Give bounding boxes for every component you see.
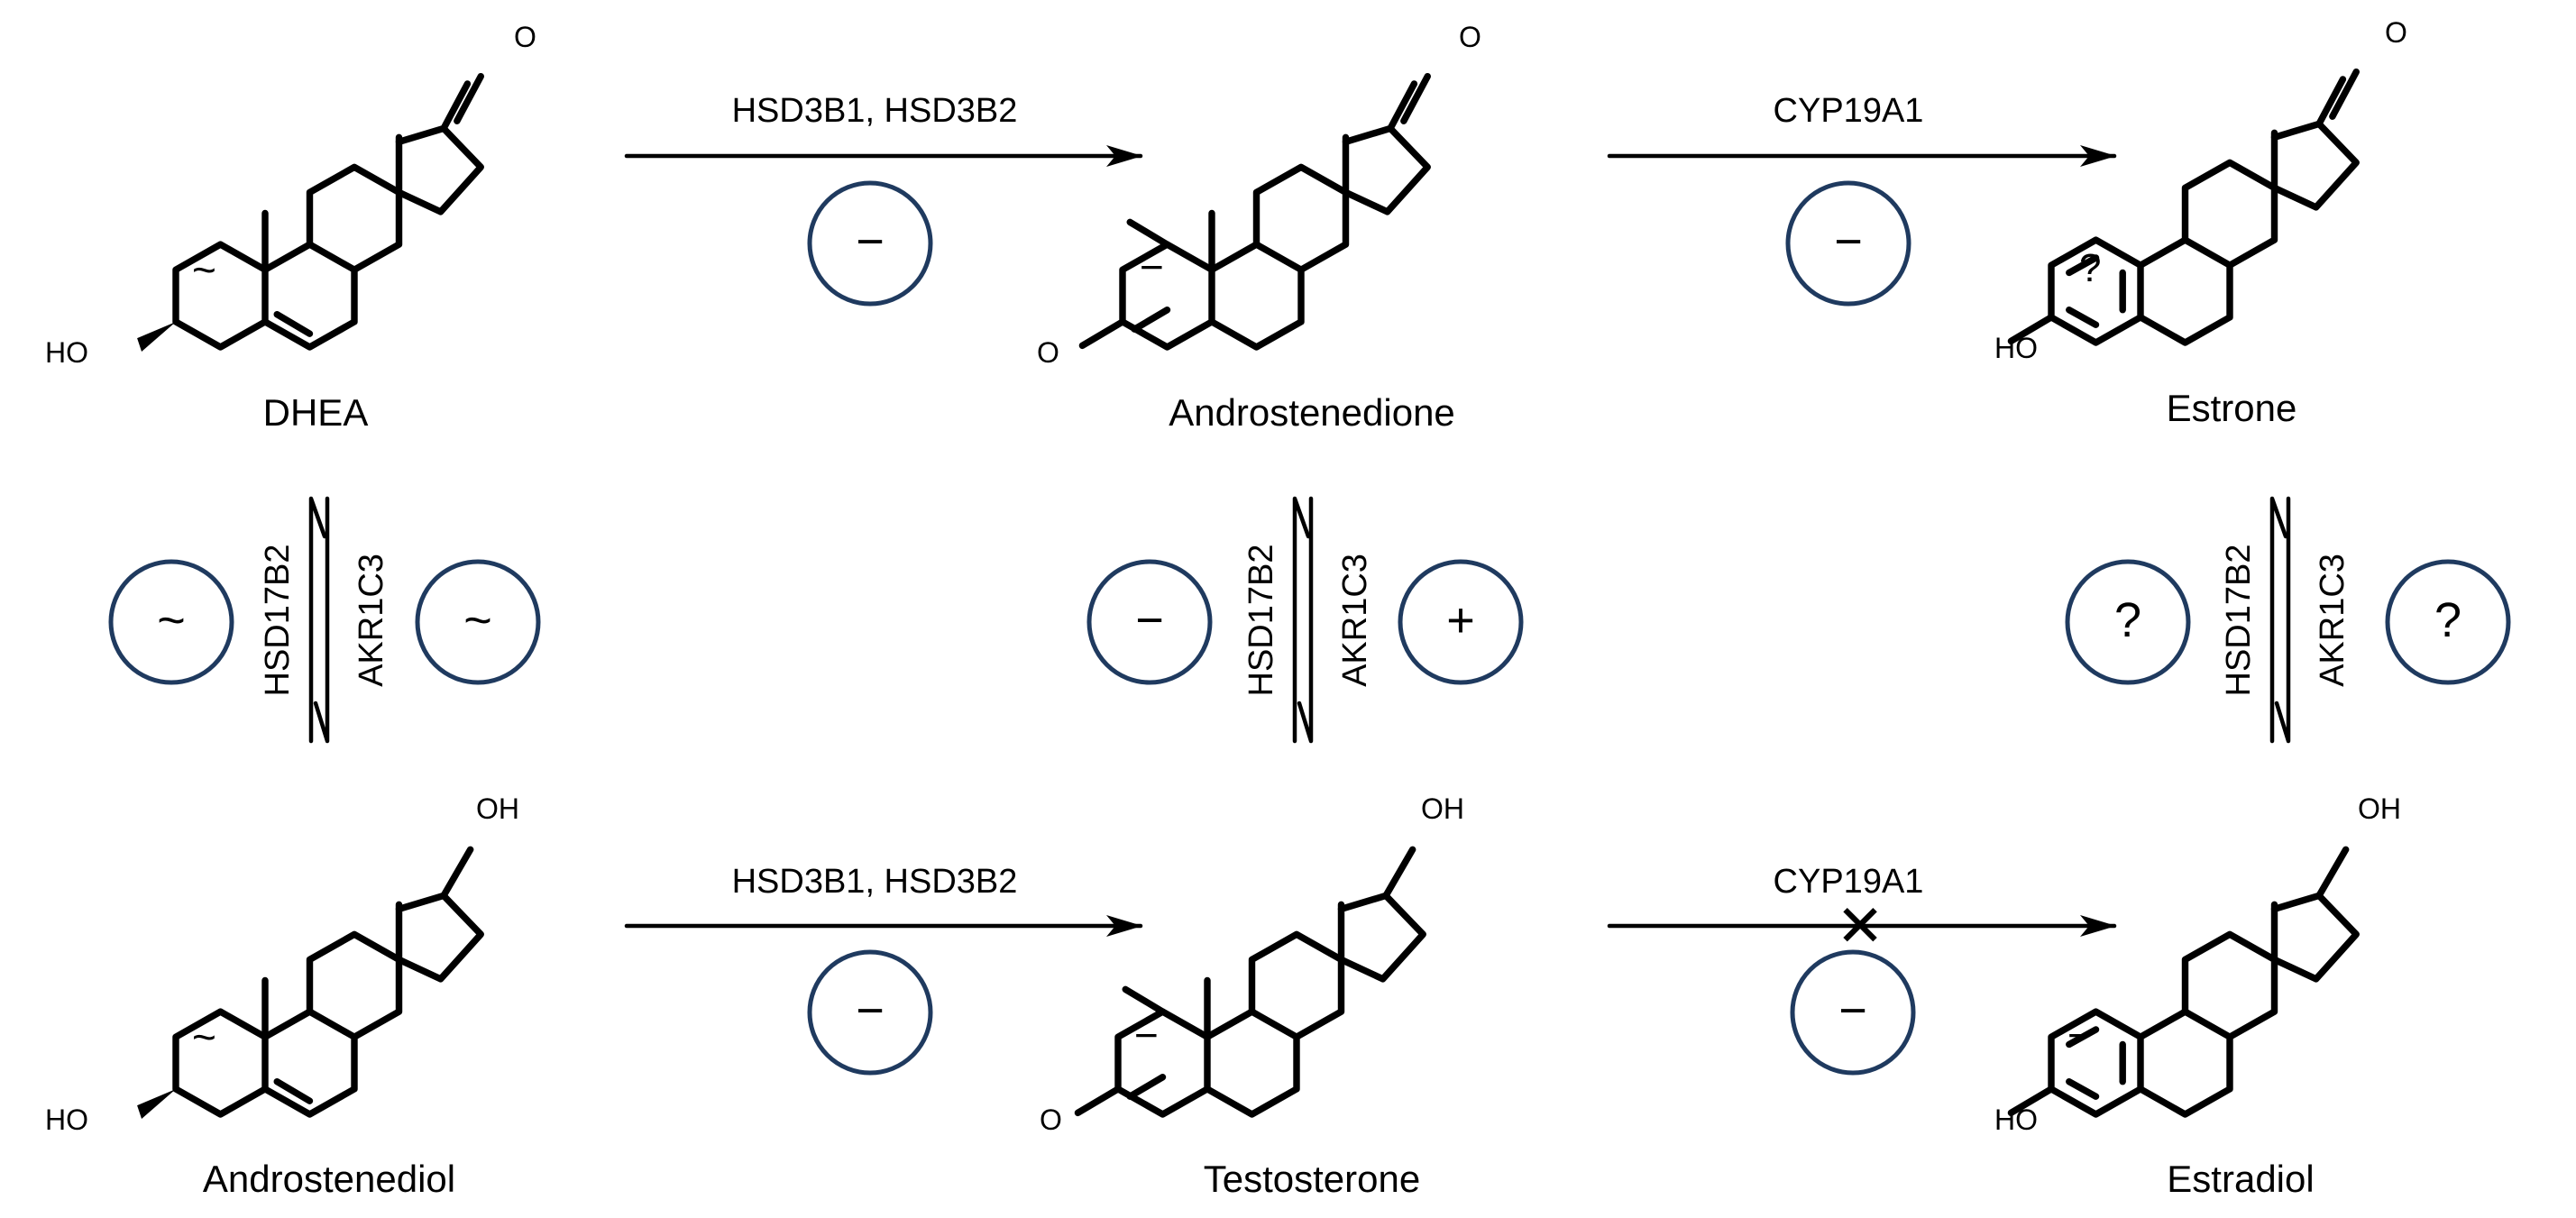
reaction-testosterone-estradiol: CYP19A1 ✕ − [1607,863,2117,1076]
androstenediol-oh-label: OH [476,792,519,825]
effect-down-badge [1398,559,1524,685]
reaction-dhea-androstenedione: HSD3B1, HSD3B2 − [624,92,1143,307]
enzyme-down-label: AKR1C3 [1336,554,1374,687]
equilibrium-estrone-estradiol: HSD17B2 AKR1C3 ? ? [2065,496,2511,744]
effect-symbol: − [856,215,885,269]
effect-up-badge [108,559,234,685]
equilibrium-androstenedione-testosterone: HSD17B2 AKR1C3 − + [1086,496,1524,744]
effect-down-symbol: ? [2434,593,2461,647]
enzyme-label: HSD3B1, HSD3B2 [732,863,1018,901]
estradiol-ho-label: HO [1994,1104,2038,1136]
equilibrium-dhea-androstenediol: HSD17B2 AKR1C3 ~ ~ [108,496,541,744]
effect-up-symbol: ? [2114,593,2141,647]
effect-symbol: − [1834,215,1863,269]
arrow-up-half [1292,496,1311,744]
androstenediol-ho-label: HO [45,1104,88,1136]
effect-up-badge [1086,559,1213,685]
dhea-structure: HO O ~ DHEA [45,21,536,434]
testosterone-ring-mark: − [1134,1012,1159,1058]
androstenediol-name: Androstenediol [203,1158,455,1200]
androstenediol-ring-mark: ~ [192,1013,216,1060]
enzyme-up-label: HSD17B2 [1242,545,1280,697]
enzyme-up-label: HSD17B2 [259,545,297,697]
testosterone-structure: O OH − Testosterone [1040,792,1464,1200]
effect-badge [807,180,933,307]
enzyme-down-label: AKR1C3 [353,554,390,687]
androstenedione-ring-mark: − [1140,243,1164,290]
effect-down-badge [415,559,541,685]
dhea-ho-label: HO [45,336,88,369]
reaction-androstenediol-testosterone: HSD3B1, HSD3B2 − [624,863,1143,1076]
estradiol-oh-label: OH [2358,792,2401,825]
enzyme-down-label: AKR1C3 [2314,554,2351,687]
arrow-up-half [308,496,327,744]
dhea-o-label: O [514,21,536,53]
androstenedione-o3-label: O [1037,336,1059,369]
effect-badge [807,949,933,1076]
androstenedione-structure: O O − Androstenedione [1037,21,1481,434]
estrone-name: Estrone [2167,387,2297,429]
estradiol-structure: HO OH − Estradiol [1994,792,2401,1200]
androstenedione-name: Androstenedione [1169,391,1455,434]
estradiol-ring-mark: − [2067,1012,2092,1058]
blocked-x-mark: ✕ [1836,893,1884,958]
testosterone-oh-label: OH [1421,792,1464,825]
effect-up-badge [2065,559,2191,685]
enzyme-label: HSD3B1, HSD3B2 [732,92,1018,130]
androstenediol-structure: HO OH ~ Androstenediol [45,792,519,1200]
arrow-down-half [2274,496,2291,744]
effect-down-symbol: + [1446,593,1475,647]
effect-symbol: − [856,984,885,1038]
effect-down-symbol: ~ [463,593,492,647]
arrow-down-half [1297,496,1314,744]
estradiol-name: Estradiol [2167,1158,2314,1200]
enzyme-label: CYP19A1 [1774,92,1924,130]
arrow-up-half [2269,496,2288,744]
reaction-androstenedione-estrone: CYP19A1 − [1607,92,2117,307]
effect-badge [1785,180,1911,307]
enzyme-up-label: HSD17B2 [2220,545,2258,697]
estrone-ho-label: HO [1994,332,2038,364]
effect-symbol: − [1838,984,1867,1038]
effect-down-badge [2385,559,2511,685]
androstenedione-o17-label: O [1459,21,1481,53]
dhea-name: DHEA [263,391,369,434]
testosterone-o-label: O [1040,1104,1062,1136]
testosterone-name: Testosterone [1204,1158,1420,1200]
effect-badge [1790,949,1916,1076]
enzyme-label: CYP19A1 [1774,863,1924,901]
effect-up-symbol: ~ [157,593,186,647]
effect-up-symbol: − [1135,593,1164,647]
estrone-structure: HO O ? Estrone [1994,16,2407,429]
estrone-o-label: O [2385,16,2407,49]
arrow-down-half [313,496,330,744]
dhea-ring-mark: ~ [192,246,216,293]
estrone-ring-mark: ? [2079,246,2101,290]
